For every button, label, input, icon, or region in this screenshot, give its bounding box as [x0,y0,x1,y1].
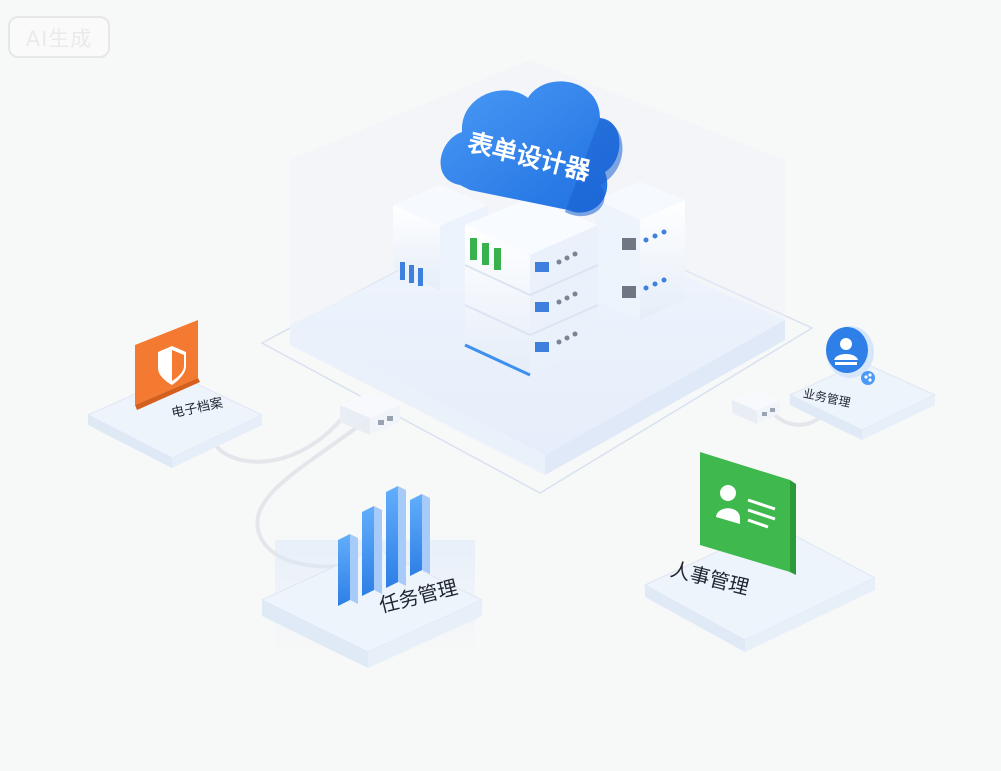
cloud-icon: 表单设计器 [440,81,623,217]
user-stamp-icon [826,326,875,385]
server-rack [393,182,685,377]
ai-generated-badge: AI生成 [8,16,110,58]
business-node: 业务管理 [788,326,937,440]
bar-chart-icon [338,486,430,606]
server-box [595,182,685,320]
server-stack-front [464,198,599,377]
connector-box [340,392,400,435]
task-node: 任务管理 [260,486,484,668]
id-card-icon [700,452,796,575]
cable-archive [216,413,347,464]
hr-node: 人事管理 [643,452,877,652]
archive-node: 电子档案 [86,320,264,468]
connector-box [732,390,780,424]
